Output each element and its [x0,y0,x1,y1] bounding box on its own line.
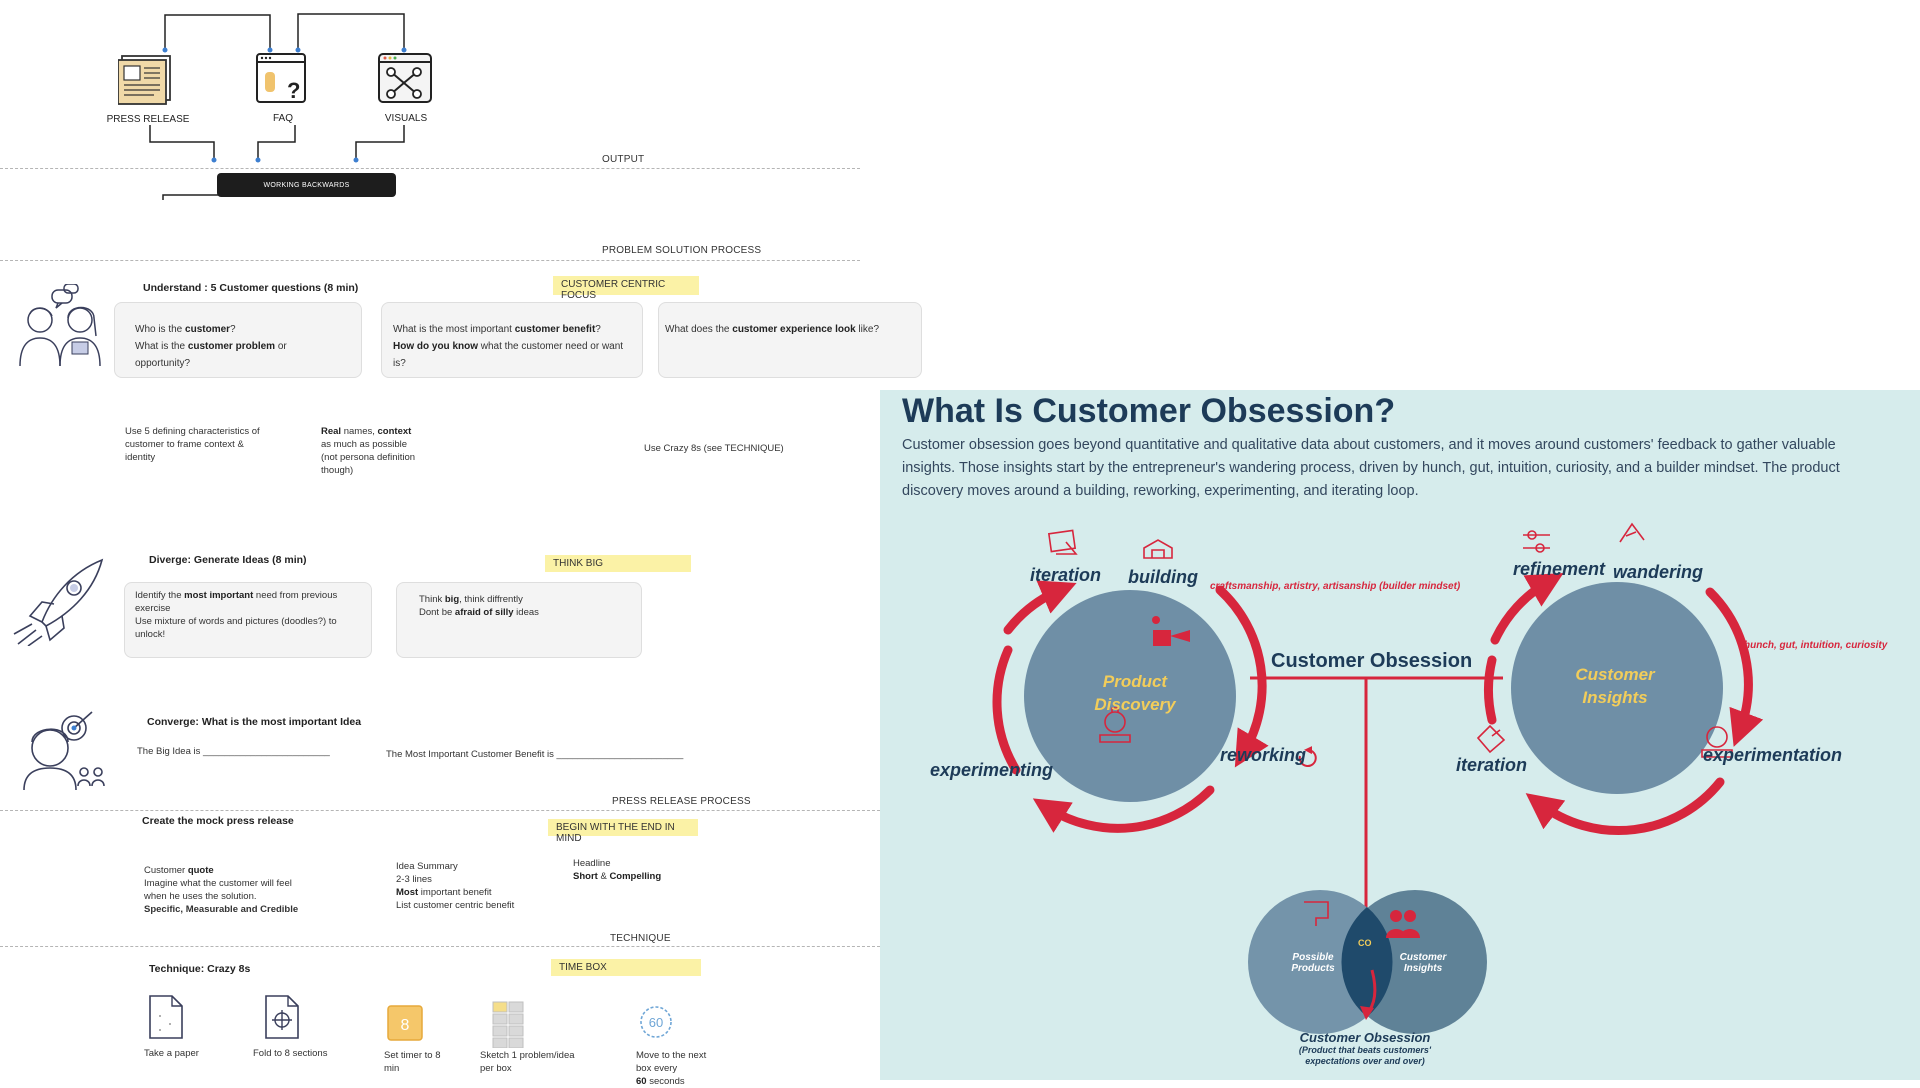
customer-benefit-blank: The Most Important Customer Benefit is _… [386,749,684,760]
note-line: Headline [573,858,611,869]
understand-note-3: Use Crazy 8s (see TECHNIQUE) [644,443,784,454]
card-line: Identify the most important need from pr… [135,590,338,614]
customer-quote-note: Customer quote Imagine what the customer… [144,864,314,916]
fold-paper-icon [265,995,299,1039]
understand-note-2: Real names, context as much as possible … [321,426,416,476]
faq-icon: ? [256,53,306,103]
customer-obsession-panel: What Is Customer Obsession? Customer obs… [880,390,1920,1080]
timer-digit: 8 [401,1017,410,1034]
product-discovery-circle [1024,590,1236,802]
technique-divider [0,946,880,947]
customers-illustration-icon [19,284,101,367]
reworking-word: reworking [1220,745,1307,765]
co-diagram [992,522,1764,1034]
sketch-grid-icon [492,1001,524,1048]
note-line: Most important benefit [396,887,492,898]
rocket-icon [13,558,104,646]
headline-note: Headline Short & Compelling [573,857,703,883]
customer-insights-circle [1511,582,1723,794]
diverge-card-1: Identify the most important need from pr… [124,582,372,658]
problem-solution-label: PROBLEM SOLUTION PROCESS [602,245,762,256]
technique-title: Technique: Crazy 8s [149,963,251,975]
note-line: Imagine what the customer will feel when… [144,878,292,902]
customer-centric-tag: CUSTOMER CENTRIC FOCUS [553,276,699,301]
big-idea-blank: The Big Idea is ________________________ [137,746,330,757]
press-release-divider [0,810,880,811]
note-line: Customer quote [144,865,214,876]
working-backwards-pill: WORKING BACKWARDS [217,173,396,197]
bottom-sub-1: (Product that beats customers' [1298,1045,1432,1055]
co-description: Customer obsession goes beyond quantitat… [902,437,1840,499]
bottom-sub-2: expectations over and over) [1305,1056,1425,1066]
timer-icon: 8 [387,1005,423,1041]
experimentation-word: experimentation [1703,745,1843,765]
technique-step-1: Take a paper [144,1048,199,1059]
technique-step-4: Sketch 1 problem/idea per box [480,1050,575,1074]
idea-summary-note: Idea Summary 2-3 lines Most important be… [396,860,546,912]
output-label: OUTPUT [602,154,645,165]
clock-digit: 60 [649,1015,663,1030]
customer-question-card-2: What is the most important customer bene… [381,302,643,378]
time-box-tag: TIME BOX [551,959,701,976]
understand-note-1: Use 5 defining characteristics of custom… [125,426,260,463]
output-divider [0,168,860,169]
customer-question-card-3: What does the customer experience look l… [658,302,922,378]
understand-title: Understand : 5 Customer questions (8 min… [143,282,359,294]
customer-question-card-1: Who is the customer? What is the custome… [114,302,362,378]
svg-text:?: ? [287,78,300,103]
begin-end-tag: BEGIN WITH THE END IN MIND [548,819,698,844]
left-iteration-word: iteration [1030,565,1102,585]
note-line: 2-3 lines [396,874,432,885]
target-thinker-icon [23,711,105,790]
technique-label: TECHNIQUE [610,933,671,944]
venn-center-label: CO [1358,938,1372,948]
problem-solution-divider [0,260,860,261]
paper-icon [149,995,183,1039]
hunch-note: hunch, gut, intuition, curiosity [1744,640,1888,651]
visuals-label: VISUALS [384,113,428,124]
note-line: Idea Summary [396,861,458,872]
card-line: What is the customer problem or opportun… [135,341,287,369]
note-line: Specific, Measurable and Credible [144,904,299,915]
press-release-label: PRESS RELEASE [106,114,190,125]
clock-icon: 60 [640,1006,672,1038]
connector-lines [149,13,407,200]
card-line: Who is the customer? [135,324,236,335]
press-release-icon [118,55,171,105]
note-line: List customer centric benefit [396,900,515,911]
co-title: What Is Customer Obsession? [902,392,1396,430]
card-line: Think big, think diffrently [419,594,523,605]
experimenting-word: experimenting [930,760,1054,780]
wandering-word: wandering [1613,562,1704,582]
center-customer-obsession: Customer Obsession [1271,650,1473,672]
card-line: Use mixture of words and pictures (doodl… [135,616,337,640]
craftsmanship-note: craftsmanship, artistry, artisanship (bu… [1210,581,1461,592]
visuals-icon [378,53,432,103]
building-word: building [1128,567,1198,587]
note-line: Short & Compelling [573,871,662,882]
bottom-title: Customer Obsession [1299,1030,1431,1045]
card-line: What is the most important customer bene… [393,324,601,335]
card-line: Dont be afraid of silly ideas [419,607,539,618]
press-release-title: Create the mock press release [142,815,294,827]
think-big-tag: THINK BIG [545,555,691,572]
refinement-word: refinement [1513,559,1606,579]
bottom-customer-obsession: Customer Obsession (Product that beats c… [1260,1030,1470,1067]
technique-step-2: Fold to 8 sections [253,1048,328,1059]
faq-label: FAQ [272,113,293,124]
card-line: What does the customer experience look l… [665,324,880,335]
converge-title: Converge: What is the most important Ide… [147,716,362,728]
card-line: How do you know what the customer need o… [393,341,624,369]
technique-step-3: Set timer to 8 min [384,1050,441,1074]
diverge-card-2: Think big, think diffrently Dont be afra… [396,582,642,658]
press-release-process-label: PRESS RELEASE PROCESS [612,796,751,807]
right-iteration-word: iteration [1456,755,1528,775]
diverge-title: Diverge: Generate Ideas (8 min) [149,554,307,566]
